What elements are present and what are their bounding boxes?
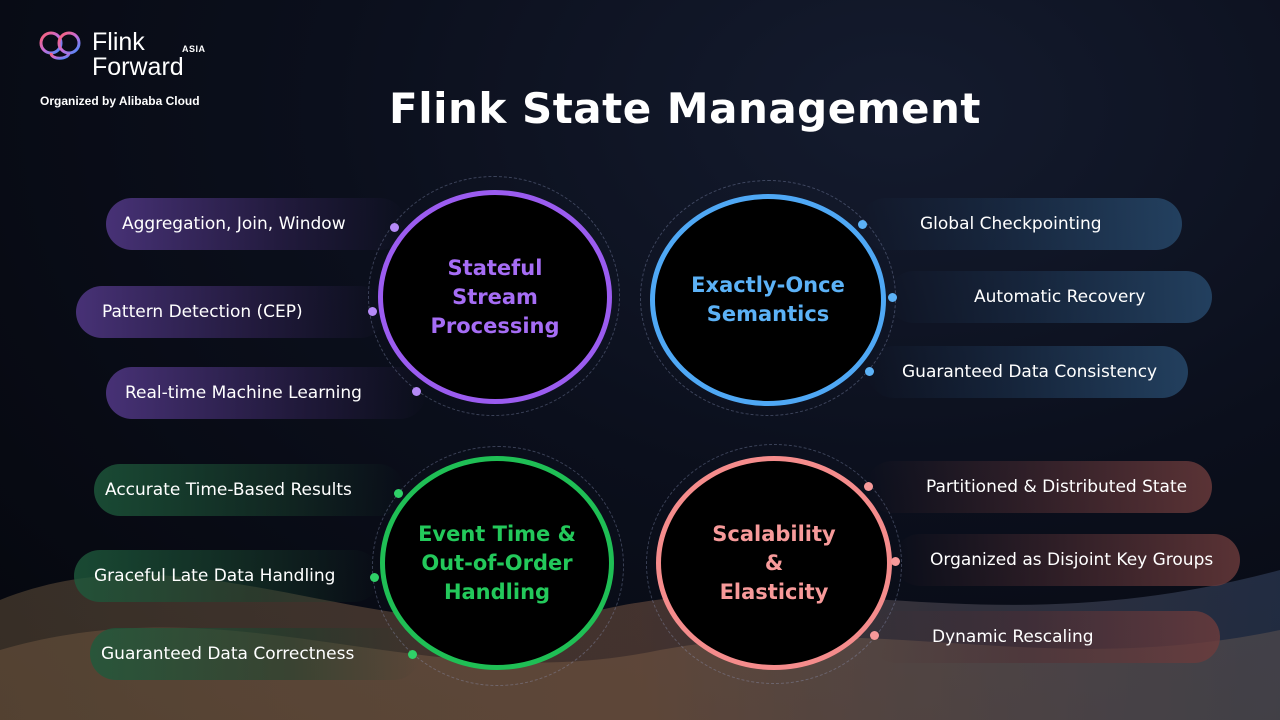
pill-label: Global Checkpointing [920,214,1102,234]
pill-label: Guaranteed Data Correctness [101,644,355,664]
connector-dot [864,482,873,491]
pill-aggregation-join-window: Aggregation, Join, Window [106,198,406,250]
flink-logo-icon [39,31,81,80]
connector-dot [870,631,879,640]
connector-dot [390,223,399,232]
pill-partitioned-state: Partitioned & Distributed State [866,461,1212,513]
connector-dot [412,387,421,396]
node-label: Exactly-Once Semantics [691,273,845,326]
pill-label: Aggregation, Join, Window [122,214,346,234]
pill-automatic-recovery: Automatic Recovery [888,271,1212,323]
pill-label: Pattern Detection (CEP) [102,302,303,322]
event-time-node: Event Time & Out-of-Order Handling [380,456,614,670]
connector-dot [370,573,379,582]
pill-label: Graceful Late Data Handling [94,566,336,586]
node-label: Scalability & Elasticity [712,521,836,604]
pill-label: Organized as Disjoint Key Groups [930,550,1214,570]
logo-wordmark: Flink Forward [92,30,184,80]
pill-late-data-handling: Graceful Late Data Handling [74,550,380,602]
pill-label: Guaranteed Data Consistency [902,362,1158,382]
event-time-halo [372,446,624,686]
connector-dot [394,489,403,498]
pill-accurate-time-results: Accurate Time-Based Results [94,464,404,516]
connector-dot [865,367,874,376]
connector-dot [408,650,417,659]
pill-disjoint-key-groups: Organized as Disjoint Key Groups [894,534,1240,586]
connector-dot [888,293,897,302]
pill-label: Dynamic Rescaling [932,627,1094,647]
pill-pattern-detection: Pattern Detection (CEP) [76,286,386,338]
scalability-elasticity-node: Scalability & Elasticity [656,456,892,670]
pill-global-checkpointing: Global Checkpointing [860,198,1182,250]
exactly-once-semantics-node: Exactly-Once Semantics [650,194,886,406]
page-title: Flink State Management [389,84,981,133]
stateful-stream-processing-node: Stateful Stream Processing [378,190,612,404]
pill-data-correctness: Guaranteed Data Correctness [90,628,420,680]
node-label: Event Time & Out-of-Order Handling [418,521,576,604]
stateful-halo [368,176,620,416]
connector-dot [858,220,867,229]
pill-realtime-ml: Real-time Machine Learning [106,367,426,419]
logo-line-1: Flink [92,28,145,56]
connector-dot [891,557,900,566]
pill-label: Partitioned & Distributed State [926,477,1188,497]
connector-dot [368,307,377,316]
node-label: Stateful Stream Processing [430,255,560,338]
pill-label: Accurate Time-Based Results [105,480,352,500]
pill-label: Automatic Recovery [974,287,1146,307]
logo-line-2: Forward [92,53,184,81]
pill-dynamic-rescaling: Dynamic Rescaling [870,611,1220,663]
scalability-halo [646,444,902,684]
pill-label: Real-time Machine Learning [125,383,362,403]
organized-by-text: Organized by Alibaba Cloud [40,94,200,108]
logo-asia-badge: ASIA [182,44,206,54]
pill-guaranteed-consistency: Guaranteed Data Consistency [868,346,1188,398]
